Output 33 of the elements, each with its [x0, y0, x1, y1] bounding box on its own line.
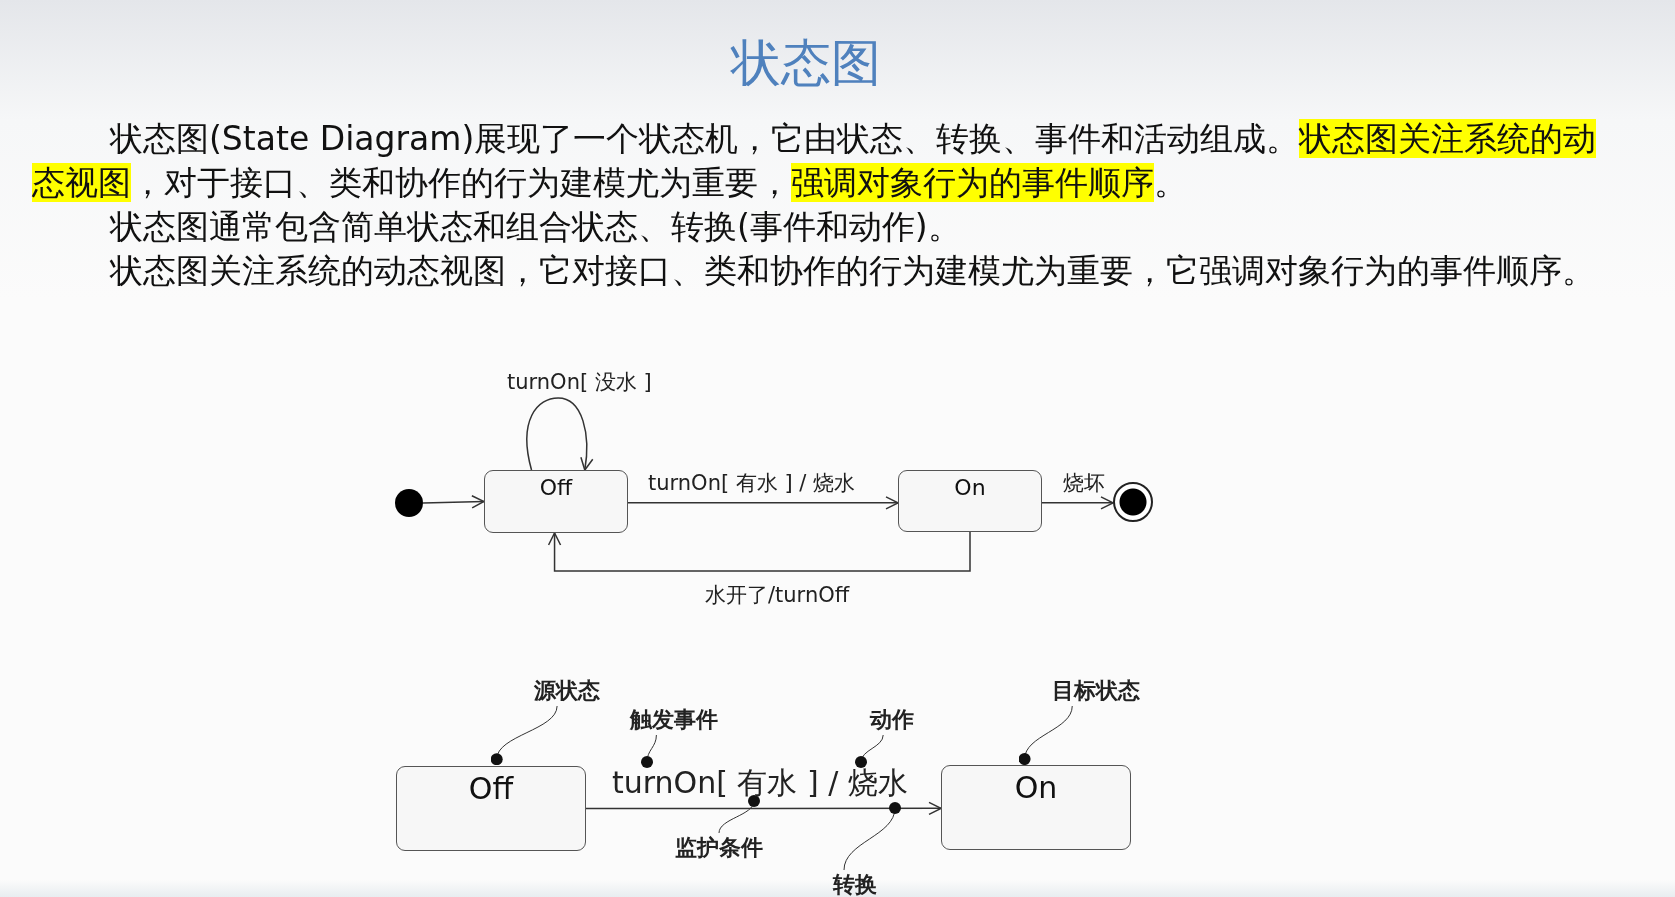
state-box: Off: [396, 766, 586, 851]
state-box: On: [898, 470, 1042, 532]
leader-line: [718, 795, 760, 834]
edge-label: 烧坏: [1063, 470, 1105, 497]
state-box: On: [941, 765, 1131, 850]
self-loop-arrow: [526, 397, 594, 471]
callout-text: 动作: [870, 705, 914, 735]
leader-line: [1018, 705, 1073, 766]
transition-arrow: [1041, 496, 1114, 510]
leader-line: [843, 802, 901, 871]
edge-label: turnOn[ 没水 ]: [507, 369, 652, 396]
callout-text: 目标状态: [1052, 676, 1140, 706]
state-box: Off: [484, 470, 628, 533]
transition-arrow: [585, 801, 942, 816]
callout-text: 源状态: [534, 676, 600, 706]
slide-title: 状态图: [729, 33, 882, 94]
paragraph: 状态图关注系统的动态视图，它对接口、类和协作的行为建模尤为重要，它强调对象行为的事件顺序。: [108, 250, 1596, 292]
final-state-circle: [1113, 482, 1153, 522]
transition-arrow: [627, 496, 899, 510]
transition-arrow: [547, 531, 971, 572]
callout-text: 监护条件: [675, 833, 763, 863]
leader-line: [855, 734, 884, 768]
paragraph: 状态图(State Diagram)展现了一个状态机，它由状态、转换、事件和活动组成。状态图关注系统的动态视图，对于接口、类和协作的行为建模尤为重要，强调对象行为的事件顺序。: [32, 118, 1597, 204]
edge-label: turnOn[ 有水 ] / 烧水: [612, 764, 908, 802]
callout-text: 触发事件: [630, 705, 718, 735]
paragraph: 状态图通常包含简单状态和组合状态、转换(事件和动作)。: [108, 206, 962, 248]
transition-arrow: [422, 495, 485, 509]
callout-text: 转换: [833, 870, 877, 897]
edge-label: turnOn[ 有水 ] / 烧水: [648, 470, 856, 497]
initial-state-dot: [395, 489, 423, 517]
leader-line: [641, 734, 657, 768]
leader-line: [490, 705, 558, 766]
edge-label: 水开了/turnOff: [705, 582, 850, 609]
